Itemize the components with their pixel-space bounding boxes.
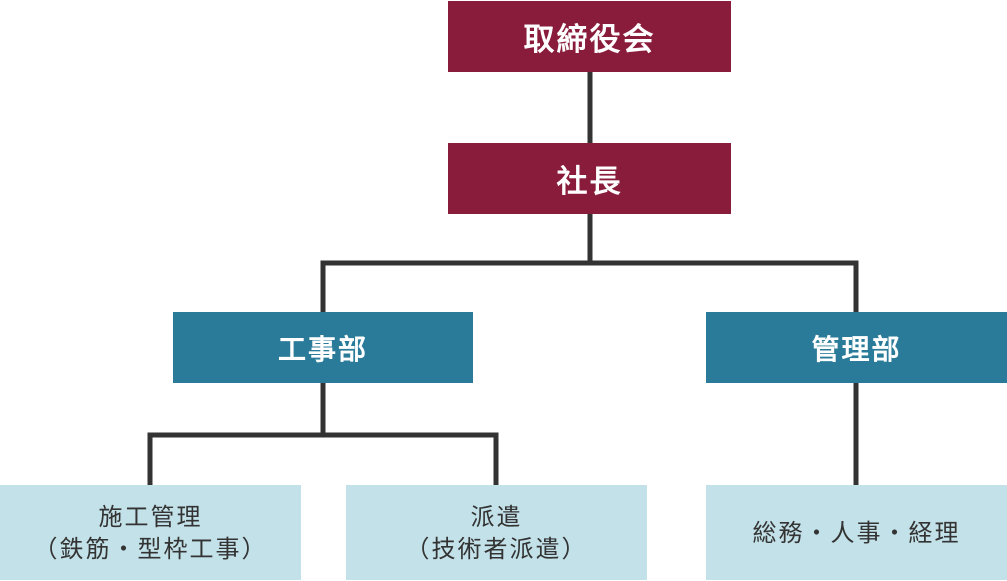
president-box: 社長 <box>448 143 731 214</box>
management-dept-box: 管理部 <box>706 312 1007 383</box>
dispatch-box: 派遣 （技術者派遣） <box>346 485 647 580</box>
construction-mgmt-box: 施工管理 （鉄筋・型枠工事） <box>0 485 301 580</box>
construction-mgmt-title: 施工管理 <box>98 502 203 531</box>
construction-mgmt-detail: （鉄筋・型枠工事） <box>33 534 268 563</box>
board-box: 取締役会 <box>448 1 731 72</box>
construction-dept-box: 工事部 <box>173 312 473 383</box>
board-label: 取締役会 <box>523 22 656 58</box>
construction-dept-label: 工事部 <box>277 332 368 366</box>
president-label: 社長 <box>556 164 623 200</box>
dispatch-title: 派遣 <box>470 502 523 531</box>
dispatch-detail: （技術者派遣） <box>405 534 588 563</box>
general-affairs-box: 総務・人事・経理 <box>706 485 1007 580</box>
general-affairs-label: 総務・人事・経理 <box>752 518 961 547</box>
management-dept-label: 管理部 <box>811 332 902 366</box>
